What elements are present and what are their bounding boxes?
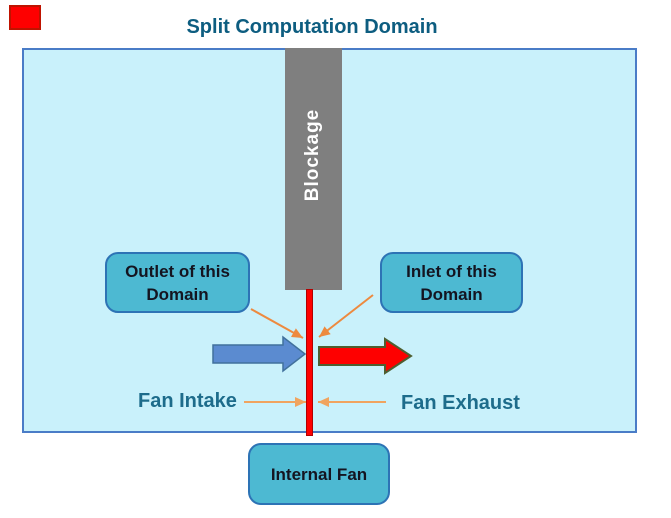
blockage-label: Blockage: [302, 108, 324, 202]
outlet-callout-label-line2: Domain: [146, 284, 209, 304]
internal-fan-label: Internal Fan: [270, 464, 368, 484]
inlet-callout-label-line2: Domain: [420, 284, 483, 304]
inlet-callout: Inlet of this Domain: [380, 252, 523, 313]
red-marker: [9, 5, 41, 30]
outlet-callout: Outlet of this Domain: [105, 252, 250, 313]
fan-exhaust-label: Fan Exhaust: [401, 392, 520, 414]
internal-fan-callout: Internal Fan: [248, 443, 390, 505]
inlet-callout-label-line1: Inlet of this: [406, 261, 497, 281]
outlet-callout-label-line1: Outlet of this: [125, 261, 230, 281]
blockage-bar: Blockage: [285, 48, 342, 290]
page-title: Split Computation Domain: [186, 16, 438, 38]
fan-intake-label: Fan Intake: [138, 390, 237, 412]
fan-interface-line: [306, 289, 313, 436]
